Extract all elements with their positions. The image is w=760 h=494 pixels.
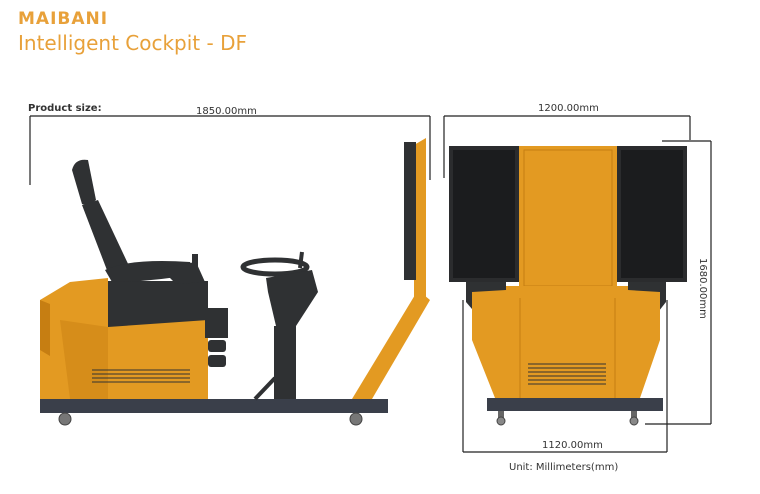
- side-cabinet: [40, 278, 228, 399]
- unit-note: Unit: Millimeters(mm): [509, 462, 619, 473]
- side-steering: [240, 251, 318, 401]
- side-seat: [72, 159, 205, 284]
- product-size-label: Product size:: [28, 103, 102, 114]
- front-view: [443, 115, 712, 453]
- front-wheels: [496, 411, 639, 426]
- front-base-dimension: [462, 300, 668, 453]
- front-width-label: 1200.00mm: [538, 103, 599, 114]
- side-monitor-stand: [352, 138, 430, 399]
- front-top-dimension: [443, 115, 691, 178]
- page-title: Intelligent Cockpit - DF: [18, 31, 247, 55]
- front-height-dimension: [645, 140, 712, 425]
- front-base-rail: [487, 398, 663, 411]
- front-height-label: 1680.00mm: [697, 258, 708, 319]
- side-length-label: 1850.00mm: [196, 106, 257, 117]
- side-dimension-line: [29, 115, 431, 185]
- side-view: [29, 115, 431, 426]
- front-base-width-label: 1120.00mm: [542, 440, 603, 451]
- side-base-rail: [40, 399, 388, 413]
- front-monitors: [449, 146, 687, 287]
- front-cabinet: [466, 282, 666, 398]
- side-wheels: [58, 412, 363, 426]
- brand-logo-text: MAIBANI: [18, 9, 109, 29]
